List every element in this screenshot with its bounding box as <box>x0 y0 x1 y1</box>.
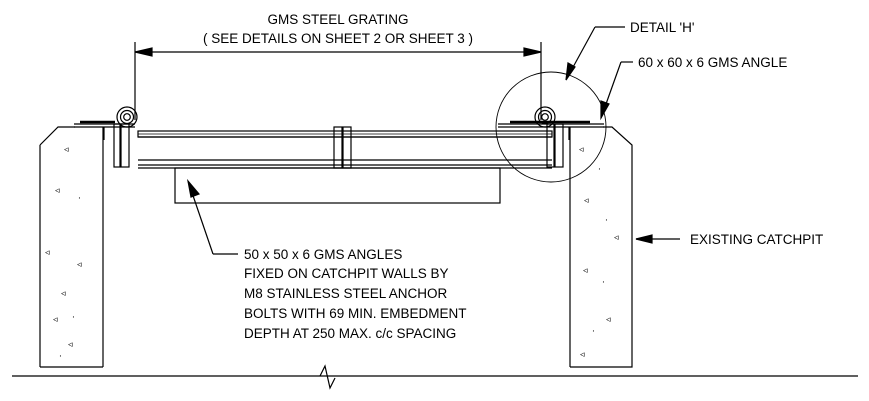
concrete-hatch: ◃ ◃ · ◃ ◃ ◃ ◃ · ◃ · ◃ · ◃ · ◃ ◃ · ◃ · ◃ <box>45 145 619 362</box>
angle-60-label: 60 x 60 x 6 GMS ANGLE <box>638 55 787 70</box>
left-catchpit-wall <box>39 126 104 368</box>
svg-text:·: · <box>592 327 595 337</box>
svg-text:◃: ◃ <box>61 289 66 299</box>
svg-text:·: · <box>602 278 605 288</box>
right-catchpit-wall <box>569 126 633 368</box>
svg-text:◃: ◃ <box>580 350 585 360</box>
existing-catchpit-leader <box>635 234 680 244</box>
svg-text:◃: ◃ <box>579 145 584 155</box>
detail-h-leader <box>565 26 625 81</box>
grating-dimension <box>134 42 542 120</box>
angle-60-leader <box>600 61 633 121</box>
svg-text:·: · <box>59 352 62 362</box>
svg-text:·: · <box>78 194 81 204</box>
note-line: 50 x 50 x 6 GMS ANGLES <box>244 247 402 262</box>
svg-text:◃: ◃ <box>77 260 82 270</box>
angle-note: 50 x 50 x 6 GMS ANGLES FIXED ON CATCHPIT… <box>244 247 467 341</box>
svg-text:·: · <box>598 165 601 175</box>
svg-text:◃: ◃ <box>53 315 58 325</box>
note-line: DEPTH AT 250 MAX. c/c SPACING <box>244 326 456 341</box>
svg-text:◃: ◃ <box>55 186 60 196</box>
note-line: FIXED ON CATCHPIT WALLS BY <box>244 266 449 281</box>
break-symbol <box>319 364 336 390</box>
note-line: BOLTS WITH 69 MIN. EMBEDMENT <box>244 306 467 321</box>
note-line: M8 STAINLESS STEEL ANCHOR <box>244 286 448 301</box>
note-leader <box>186 178 238 255</box>
detail-h-circle <box>495 71 607 183</box>
svg-text:·: · <box>72 313 75 323</box>
svg-text:◃: ◃ <box>606 315 611 325</box>
steel-grating <box>137 126 553 169</box>
right-hinge-icon <box>534 106 556 128</box>
svg-text:◃: ◃ <box>583 266 588 276</box>
existing-catchpit-label: EXISTING CATCHPIT <box>690 232 823 247</box>
svg-text:◃: ◃ <box>68 340 73 350</box>
support-angle-50 <box>174 167 501 204</box>
svg-text:·: · <box>605 216 608 226</box>
svg-text:◃: ◃ <box>584 196 589 206</box>
grating-title: GMS STEEL GRATING <box>267 12 408 27</box>
left-hinge-icon <box>116 106 138 128</box>
detail-h-label: DETAIL 'H' <box>630 20 694 35</box>
left-frame-angle <box>74 120 135 168</box>
svg-text:◃: ◃ <box>45 248 50 258</box>
svg-text:◃: ◃ <box>64 145 69 155</box>
grating-subtitle: ( SEE DETAILS ON SHEET 2 OR SHEET 3 ) <box>203 31 473 46</box>
svg-text:◃: ◃ <box>614 233 619 243</box>
